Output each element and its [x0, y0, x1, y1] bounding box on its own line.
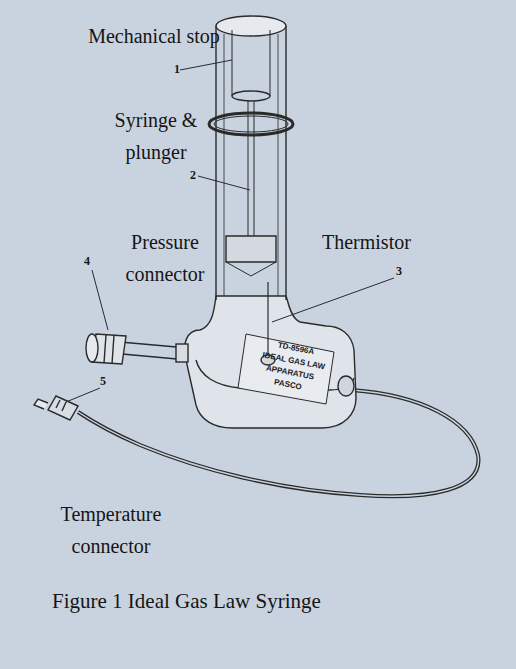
callout-number: 3: [396, 264, 402, 278]
callout-number: 5: [100, 374, 106, 388]
callout-number: 1: [174, 62, 180, 76]
figure-caption: Figure 1 Ideal Gas Law Syringe: [52, 588, 321, 614]
callout-number: 2: [190, 168, 196, 182]
part-label: Thermistor: [322, 226, 411, 258]
part-label: Mechanical stop: [84, 20, 224, 52]
part-label: Temperature connector: [36, 498, 186, 562]
part-label: Pressure connector: [98, 226, 232, 290]
part-label: Syringe & plunger: [96, 104, 216, 168]
callout-number: 4: [84, 254, 90, 268]
